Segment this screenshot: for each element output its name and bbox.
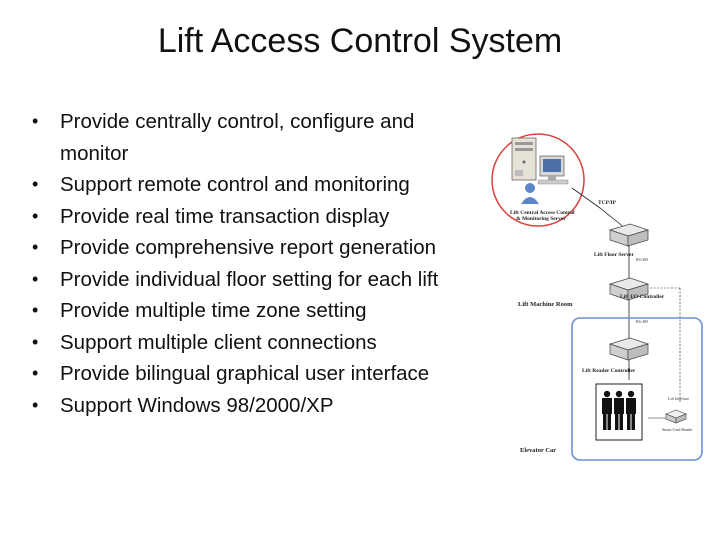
bullet-icon: • — [32, 268, 39, 289]
card-reader-label: Smart Card Reader — [662, 427, 693, 432]
server-area-outline — [491, 133, 585, 227]
reader-controller-label: Lift Reader Controller — [582, 368, 636, 374]
user-icon — [521, 183, 539, 204]
bullet-item: • Provide multiple time zone setting — [30, 295, 485, 327]
io-controller-label: Lift I/O Controller — [620, 294, 665, 300]
tcpip-link — [571, 187, 626, 229]
bullet-icon: • — [32, 111, 39, 131]
passengers-icon — [595, 383, 643, 441]
bullet-text: Provide centrally control, configure and… — [60, 110, 415, 165]
reader-controller-device-icon — [608, 337, 650, 361]
bullet-icon: • — [32, 363, 39, 383]
bullet-text: Provide bilingual graphical user interfa… — [60, 362, 430, 385]
bullet-icon: • — [32, 331, 39, 352]
bullet-item: • Provide comprehensive report generation — [30, 232, 485, 264]
bullet-item: • Support Windows 98/2000/XP — [30, 390, 485, 422]
bullet-icon: • — [32, 300, 39, 320]
bullet-text: Provide multiple time zone setting — [60, 299, 367, 322]
bullet-icon: • — [32, 174, 39, 194]
system-diagram: Lift Central Access Control & Monitoring… — [491, 133, 703, 461]
bullet-text: Provide real time transaction display — [60, 204, 390, 228]
rs485-label-1: RS-485 — [636, 257, 648, 262]
server-tower-icon — [511, 137, 537, 181]
bullet-item: • Provide real time transaction display — [30, 201, 485, 233]
bullet-item: • Support remote control and monitoring — [30, 169, 485, 201]
card-reader-icon — [665, 409, 687, 424]
tcpip-label: TCP/IP — [598, 200, 617, 206]
floor-server-device-icon — [608, 223, 650, 247]
bullet-icon: • — [32, 205, 39, 226]
workstation-monitor-icon — [537, 155, 569, 185]
bullet-text: Provide comprehensive report generation — [60, 236, 437, 259]
bullet-text: Support remote control and monitoring — [60, 173, 410, 196]
bullet-text: Support multiple client connections — [60, 330, 377, 354]
rs485-label-2: RS-485 — [636, 319, 648, 324]
server-label-line2: & Monitoring Server — [516, 216, 566, 222]
lift-interface-label: Lift Interface — [668, 396, 689, 401]
bullet-icon: • — [32, 394, 39, 415]
elevator-car-label: Elevator Car — [520, 447, 556, 454]
feature-list: • Provide centrally control, configure an… — [30, 106, 485, 421]
bullet-item: • Provide bilingual graphical user interf… — [30, 358, 485, 390]
bullet-text: Provide individual floor setting for eac… — [60, 267, 439, 291]
bullet-item: • Provide individual floor setting for ea… — [30, 264, 485, 296]
bullet-text: Support Windows 98/2000/XP — [60, 393, 334, 417]
elevator-car-outline — [571, 317, 703, 461]
machine-room-label: Lift Machine Room — [518, 301, 573, 308]
bullet-item: • Support multiple client connections — [30, 327, 485, 359]
server-label-line1: Lift Central Access Control — [510, 210, 575, 216]
bullet-item: • Provide centrally control, configure an… — [30, 106, 485, 169]
slide-title: Lift Access Control System — [157, 22, 563, 60]
floor-server-label: Lift Floor Server — [594, 252, 634, 258]
io-controller-device-icon — [608, 277, 650, 301]
bullet-icon: • — [32, 237, 39, 257]
